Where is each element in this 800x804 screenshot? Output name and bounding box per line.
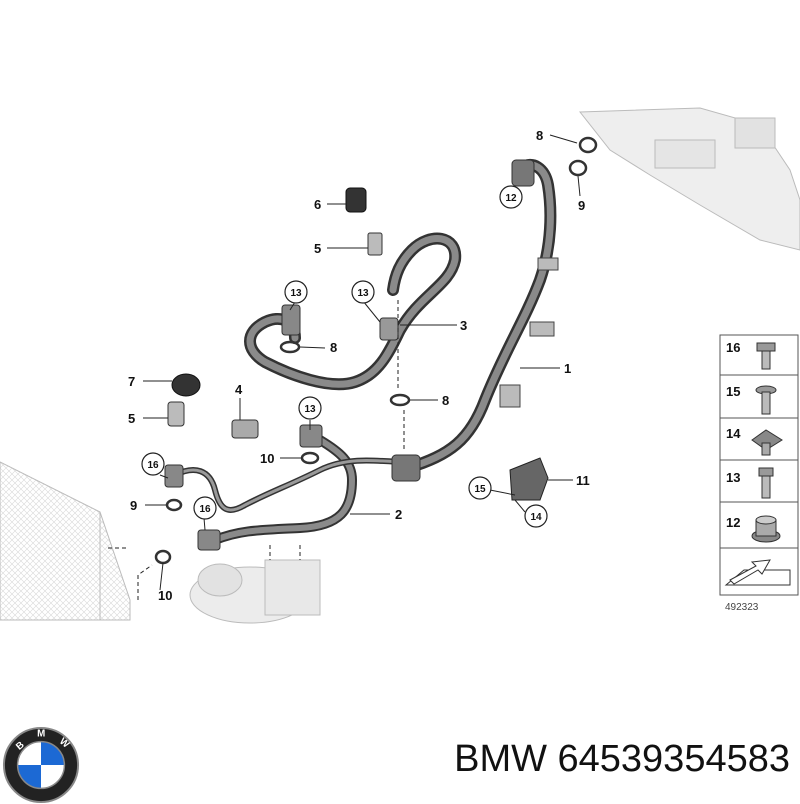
callout-4: 4 [235, 382, 243, 397]
svg-text:16: 16 [147, 460, 159, 471]
callout-7: 7 [128, 374, 135, 389]
legend-item-15: 15 [726, 384, 740, 399]
nut-clip-icon [751, 429, 783, 456]
svg-text:M: M [37, 729, 45, 740]
callout-8-top: 8 [536, 128, 543, 143]
callouts: 8 9 6 5 3 8 8 1 7 4 5 10 9 2 10 11 [128, 128, 590, 603]
callout-14: 14 [524, 504, 548, 528]
bolt-washer-icon [755, 385, 777, 415]
callout-16-a: 16 [141, 452, 165, 476]
callout-15: 15 [468, 476, 492, 500]
parts-diagram: 8 9 6 5 3 8 8 1 7 4 5 10 9 2 10 11 12 13… [0, 107, 800, 624]
bolt-flange-icon [756, 342, 776, 370]
callout-13-b: 13 [351, 280, 375, 304]
svg-text:13: 13 [357, 288, 369, 299]
svg-text:12: 12 [505, 193, 517, 204]
svg-text:13: 13 [290, 288, 302, 299]
circled-callouts: 12 13 13 13 16 16 15 14 [141, 185, 548, 528]
grommet-icon [751, 515, 781, 543]
svg-text:16: 16 [199, 504, 211, 515]
callout-9-low: 9 [130, 498, 137, 513]
svg-text:14: 14 [530, 512, 542, 523]
bmw-logo: B M W [2, 726, 80, 804]
callout-11: 11 [576, 473, 590, 488]
svg-text:13: 13 [304, 404, 316, 415]
callout-6: 6 [314, 197, 321, 212]
legend-item-16: 16 [726, 340, 740, 355]
callout-16-b: 16 [193, 496, 217, 520]
leader-lines [108, 134, 581, 600]
legend-item-12: 12 [726, 515, 740, 530]
refrigerant-lines [172, 158, 557, 545]
callout-12-top: 12 [499, 185, 523, 209]
callout-5-low: 5 [128, 411, 135, 426]
callout-10-low: 10 [158, 588, 172, 603]
callout-8-mid: 8 [330, 340, 337, 355]
callout-10-mid: 10 [260, 451, 274, 466]
screw-icon [758, 467, 774, 499]
callout-8-low: 8 [442, 393, 449, 408]
callout-1: 1 [564, 361, 571, 376]
callout-9-top: 9 [578, 198, 585, 213]
hvac-unit-background [578, 107, 800, 251]
callout-2: 2 [395, 507, 402, 522]
part-number-caption: BMW 64539354583 [454, 738, 790, 780]
callout-13-a: 13 [284, 280, 308, 304]
callout-3: 3 [460, 318, 467, 333]
svg-text:15: 15 [474, 484, 486, 495]
arrow-plate-icon [724, 559, 791, 586]
fittings [154, 136, 598, 565]
callout-5-top: 5 [314, 241, 321, 256]
legend-item-13: 13 [726, 470, 740, 485]
callout-13-c: 13 [298, 396, 322, 420]
legend-item-14: 14 [726, 426, 741, 441]
diagram-reference-number: 492323 [725, 602, 759, 613]
fastener-legend: 16 15 14 13 12 [719, 334, 799, 596]
condenser-background [0, 461, 131, 621]
compressor-background [189, 559, 321, 624]
